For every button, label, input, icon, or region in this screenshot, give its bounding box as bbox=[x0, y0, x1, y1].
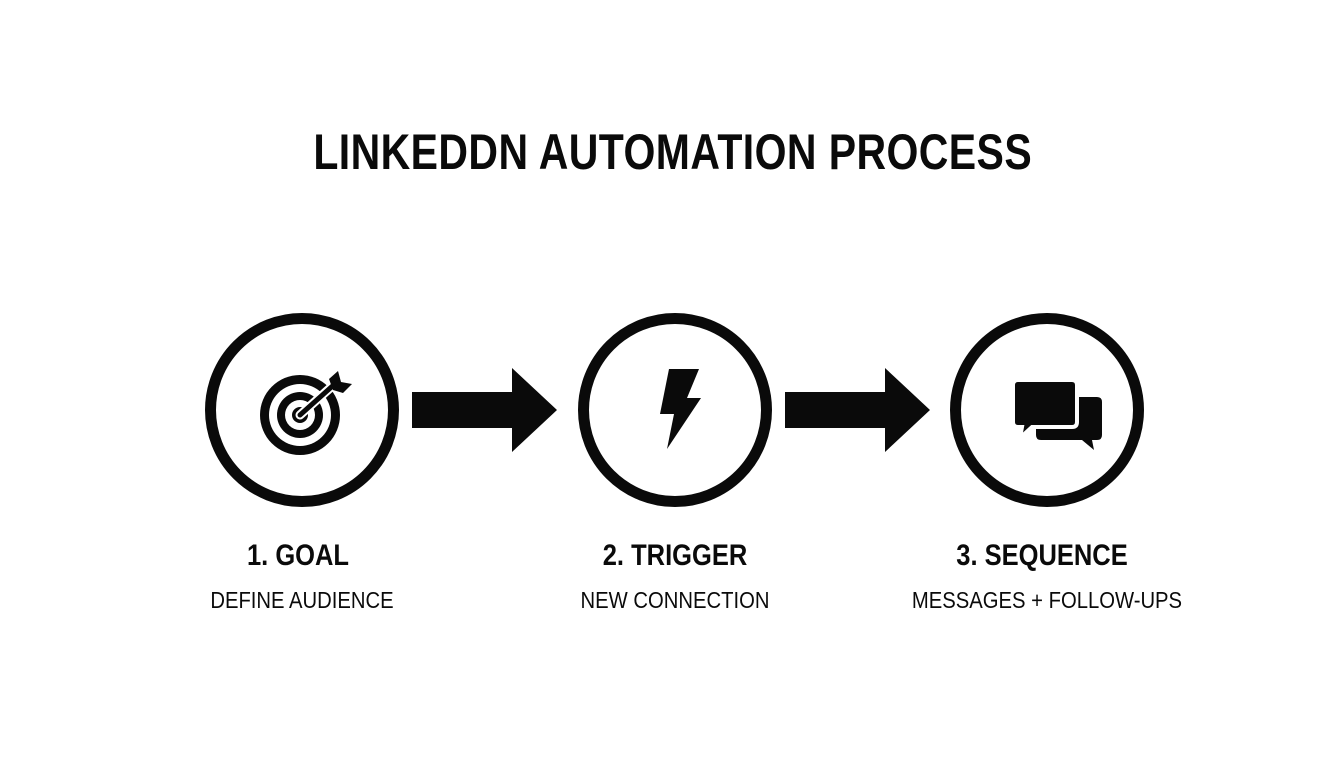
step-2-description: NEW CONNECTION bbox=[580, 587, 770, 613]
step-1-description: DEFINE AUDIENCE bbox=[210, 587, 394, 613]
arrow-right-icon bbox=[785, 368, 930, 452]
target-icon bbox=[260, 371, 352, 455]
step-2-circle bbox=[578, 313, 772, 507]
chat-bubbles-icon bbox=[1011, 378, 1102, 450]
step-1-circle bbox=[205, 313, 399, 507]
lightning-bolt-icon bbox=[660, 369, 701, 449]
step-1-label: 1. GOAL bbox=[246, 539, 349, 572]
step-3-circle bbox=[950, 313, 1144, 507]
arrow-right-icon bbox=[412, 368, 557, 452]
diagram-title: LINKEDDN AUTOMATION PROCESS bbox=[313, 124, 1033, 180]
step-2-label: 2. TRIGGER bbox=[602, 539, 748, 572]
step-3-description: MESSAGES + FOLLOW-UPS bbox=[911, 587, 1183, 613]
step-3-label: 3. SEQUENCE bbox=[956, 539, 1128, 572]
